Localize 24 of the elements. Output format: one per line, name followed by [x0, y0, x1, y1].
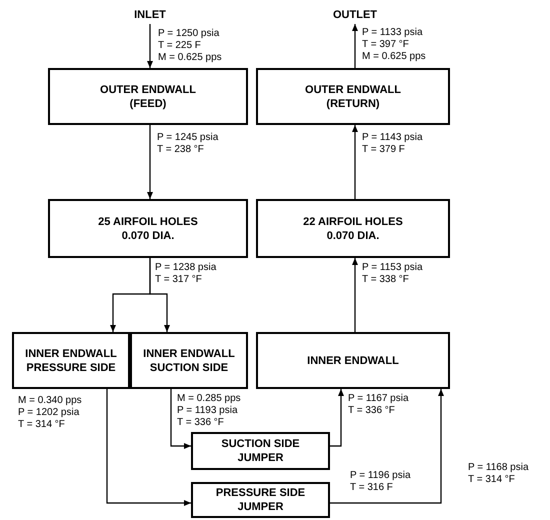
process-box: OUTER ENDWALL (RETURN): [256, 68, 450, 125]
arrow: [170, 389, 191, 449]
edge-label: P = 1133 psia T = 397 °F M = 0.625 pps: [362, 27, 426, 63]
arrow: [330, 389, 444, 504]
flow-label: OUTLET: [315, 6, 395, 24]
note-text: P = 1168 psia T = 314 °F: [468, 462, 529, 486]
arrow: [352, 125, 358, 199]
arrow: [147, 24, 153, 68]
arrow: [352, 24, 358, 68]
arrow: [147, 125, 153, 199]
arrow: [352, 258, 358, 332]
arrow: [149, 258, 170, 332]
flow-label: INLET: [110, 6, 190, 24]
process-box: OUTER ENDWALL (FEED): [48, 68, 248, 125]
process-box: 25 AIRFOIL HOLES 0.070 DIA.: [48, 199, 248, 258]
edge-label: P = 1250 psia T = 225 F M = 0.625 pps: [158, 28, 222, 64]
process-box: PRESSURE SIDE JUMPER: [191, 482, 330, 518]
process-box: INNER ENDWALL PRESSURE SIDE: [12, 332, 130, 389]
process-box: SUCTION SIDE JUMPER: [191, 432, 330, 470]
process-box: INNER ENDWALL: [256, 332, 450, 389]
process-box: 22 AIRFOIL HOLES 0.070 DIA.: [256, 199, 450, 258]
process-box: INNER ENDWALL SUCTION SIDE: [130, 332, 248, 389]
arrow: [330, 389, 344, 447]
arrow: [106, 389, 191, 506]
